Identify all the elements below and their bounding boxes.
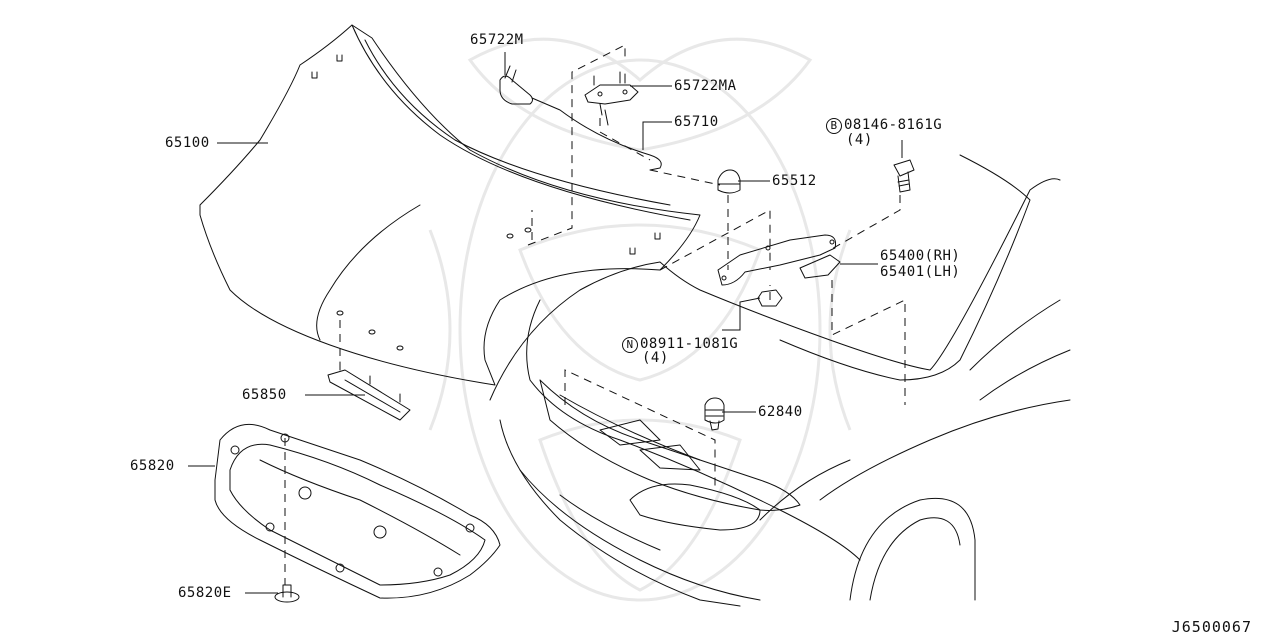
label-62840: 62840 <box>758 404 803 420</box>
label-65722ma: 65722MA <box>674 78 737 94</box>
hood-outline <box>199 24 701 386</box>
label-65512: 65512 <box>772 173 817 189</box>
hood-edge-inner <box>364 39 671 206</box>
nut-symbol: N <box>622 337 638 353</box>
hinge-bracket <box>717 234 836 286</box>
label-65100: 65100 <box>165 135 210 151</box>
insulator-65820 <box>214 423 501 599</box>
label-65401: 65401(LH) <box>880 264 961 280</box>
label-nut-qty: (4) <box>642 350 669 366</box>
label-65722m: 65722M <box>470 32 524 48</box>
diagram-code: J6500067 <box>1171 618 1252 636</box>
hood-crease <box>351 24 691 221</box>
stopper-65512 <box>717 169 741 194</box>
bolt-symbol: B <box>826 118 842 134</box>
latch <box>584 84 639 105</box>
grille <box>539 379 801 511</box>
seal-65850 <box>327 369 411 421</box>
car-body-outline <box>489 178 1061 401</box>
bolt-08146 <box>893 159 915 177</box>
nut-number: 08911-1081G <box>640 336 739 352</box>
label-65820: 65820 <box>130 458 175 474</box>
clip-65820e <box>274 591 300 603</box>
label-65850: 65850 <box>242 387 287 403</box>
label-65710: 65710 <box>674 114 719 130</box>
stopper-62840 <box>704 397 725 424</box>
bolt-number: 08146-8161G <box>844 117 943 133</box>
release-pin <box>499 75 533 105</box>
label-65820e: 65820E <box>178 585 232 601</box>
watermark-crest <box>428 37 852 602</box>
label-bolt-qty: (4) <box>846 132 873 148</box>
label-65400: 65400(RH) <box>880 248 961 264</box>
wheel-arch <box>849 497 976 601</box>
